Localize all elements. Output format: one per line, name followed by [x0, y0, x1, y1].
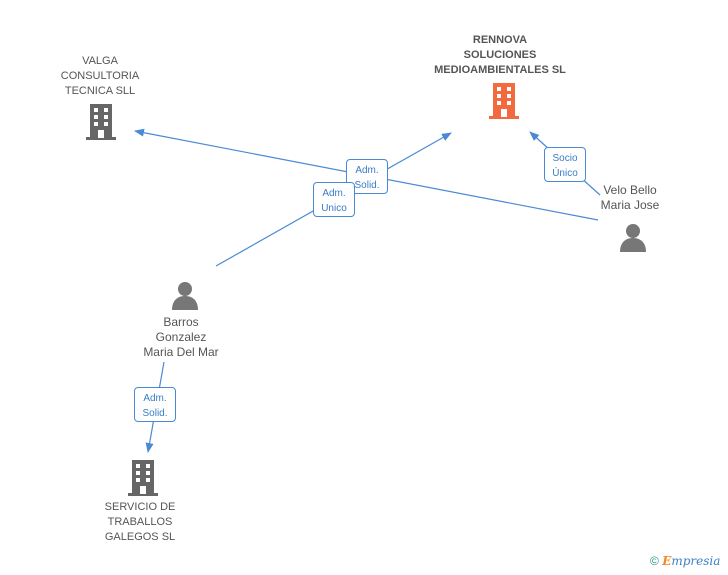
person-name-velo: Velo Bello Maria Jose: [600, 183, 660, 212]
edge-label-velo-valga[interactable]: Adm. Solid.: [346, 159, 388, 194]
company-name-valga: VALGA CONSULTORIA TECNICA SLL: [60, 55, 140, 97]
empresia-logo: Empresia: [662, 554, 721, 568]
building-icon-servicio[interactable]: [127, 460, 159, 496]
edge-label-barros-servicio[interactable]: Adm. Solid.: [134, 387, 176, 422]
company-name-rennova: RENNOVA SOLUCIONES MEDIOAMBIENTALES SL: [434, 34, 566, 76]
person-name-barros: Barros Gonzalez Maria Del Mar: [143, 315, 219, 359]
building-icon-valga[interactable]: [85, 104, 117, 140]
copyright-icon: ©: [650, 554, 659, 568]
person-icon-barros[interactable]: [170, 280, 200, 310]
edge-label-barros-rennova[interactable]: Adm. Unico: [313, 182, 355, 217]
company-name-servicio: SERVICIO DE TRABALLOS GALEGOS SL: [104, 501, 176, 543]
edge-label-velo-rennova[interactable]: Socio Único: [544, 147, 586, 182]
footer-brand: © Empresia: [650, 554, 720, 568]
person-icon-velo[interactable]: [618, 222, 648, 252]
building-icon-rennova[interactable]: [488, 83, 520, 119]
